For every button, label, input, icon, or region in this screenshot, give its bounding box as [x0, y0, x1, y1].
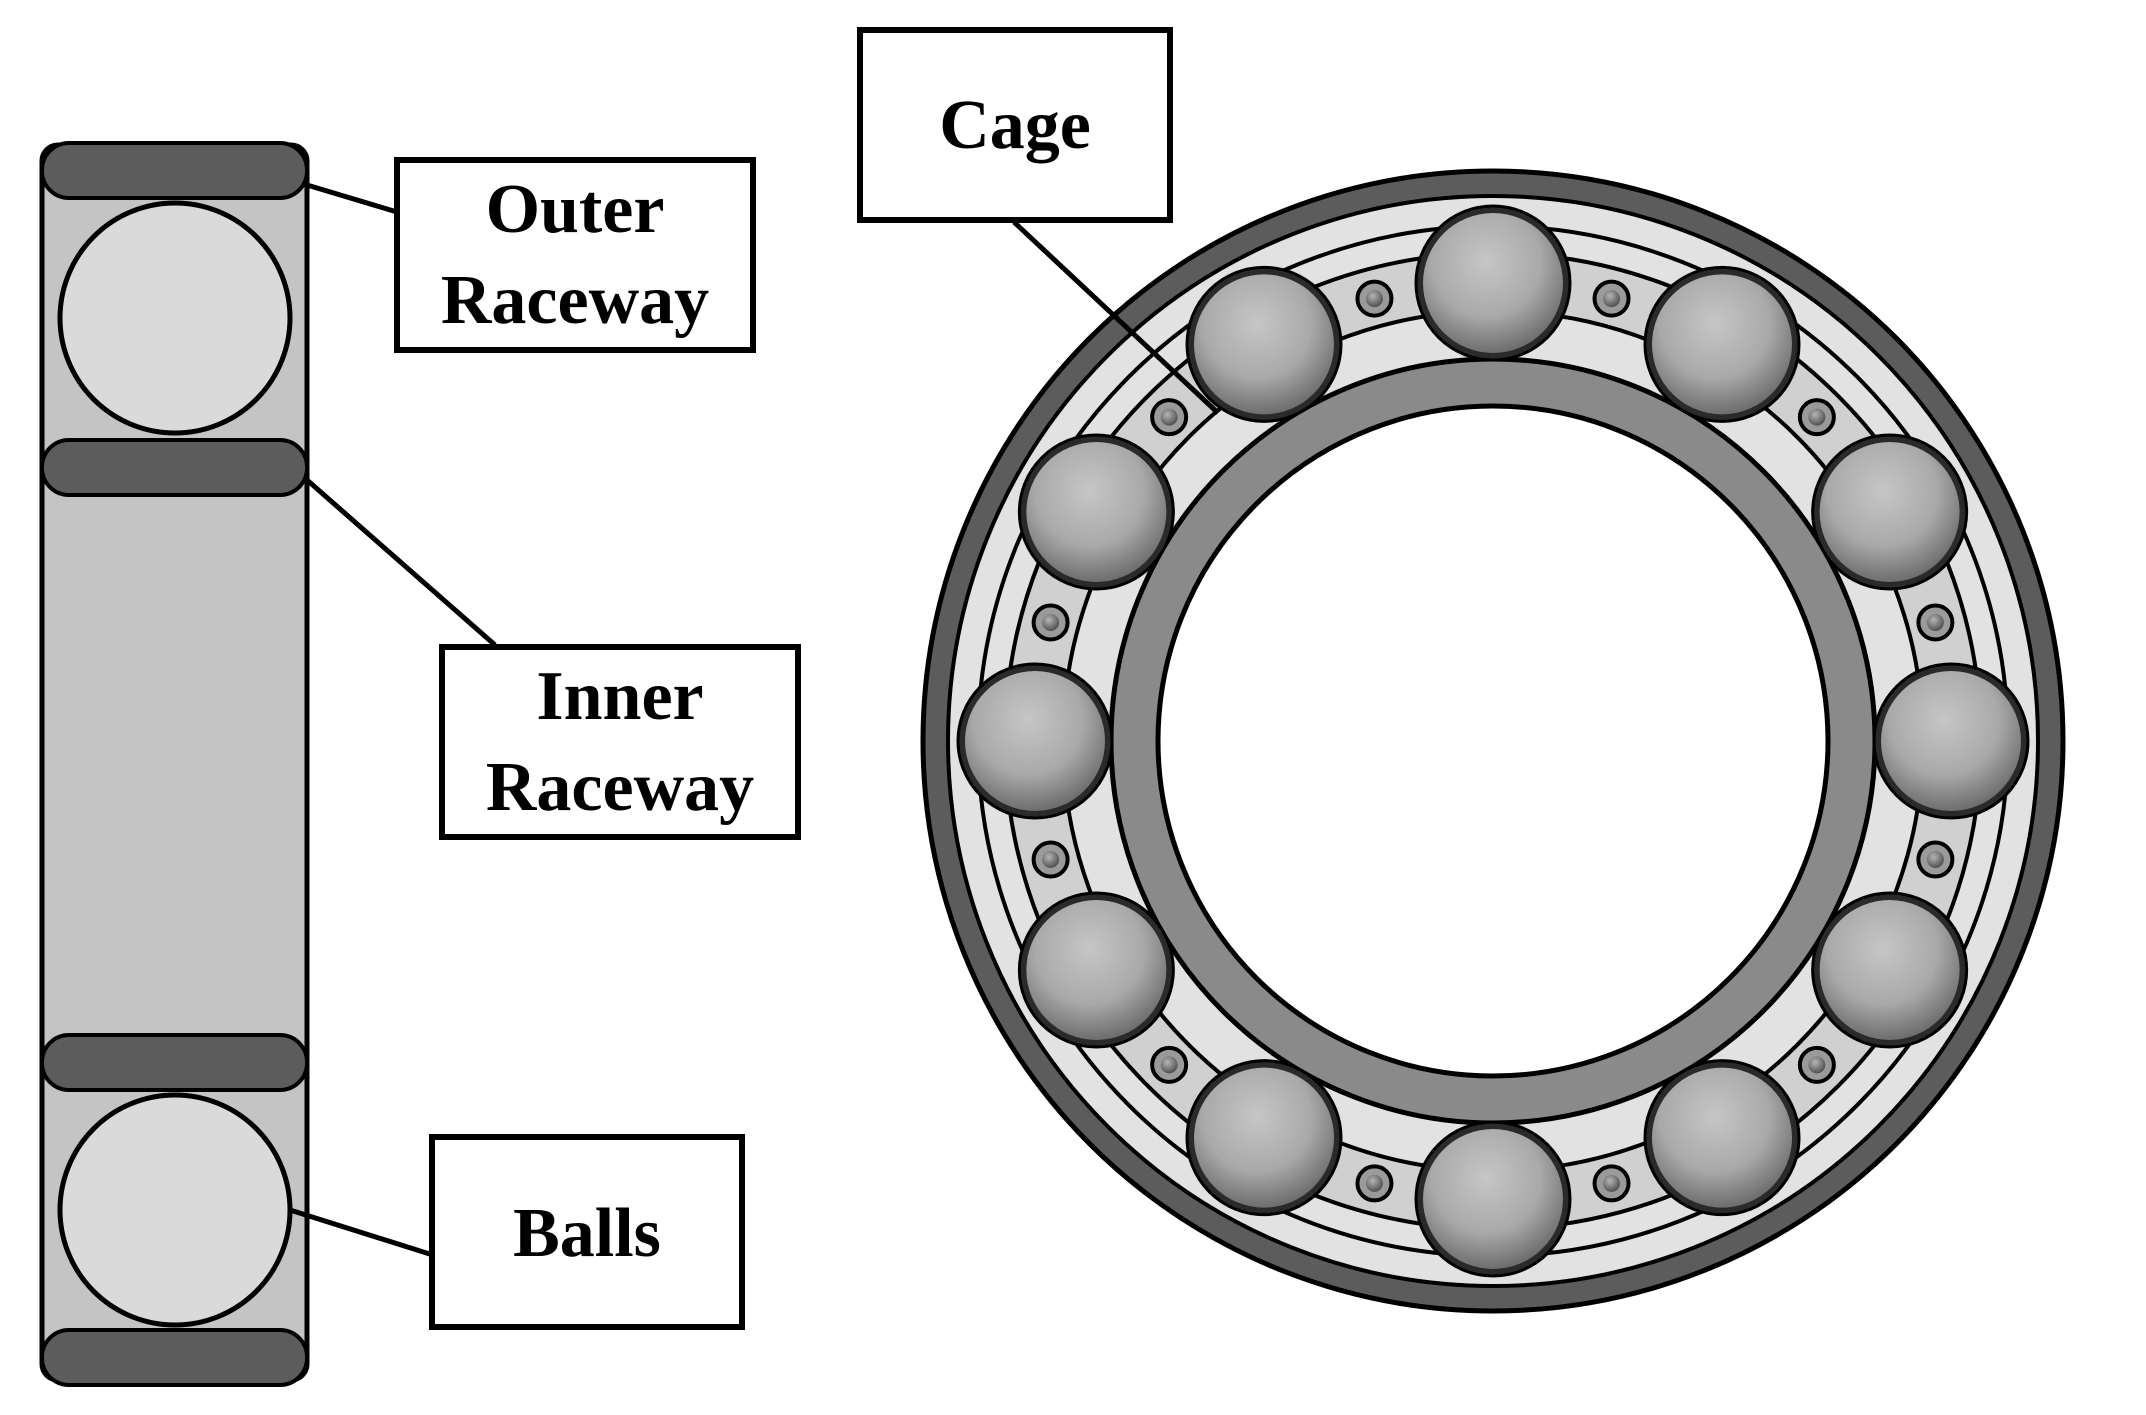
- cage-pin: [1031, 840, 1070, 879]
- ball-section-top: [57, 200, 293, 436]
- cage-pin-head: [1160, 1056, 1178, 1074]
- ball: [1811, 433, 1969, 591]
- cage-pin-head: [1603, 1174, 1621, 1192]
- cage-text: Cage: [939, 87, 1091, 164]
- cage-pin-head: [1042, 851, 1060, 869]
- ball: [1643, 1059, 1801, 1217]
- cage-label: Cage: [857, 27, 1173, 223]
- outer-raceway-box: [394, 157, 756, 353]
- cage-pin: [1355, 279, 1394, 318]
- outer-raceway-top: [40, 141, 309, 200]
- cage-pin-head: [1808, 408, 1826, 426]
- outer-raceway-bottom: [40, 1328, 309, 1387]
- side-view: [39, 141, 310, 1387]
- ball: [1414, 204, 1572, 362]
- ball: [1185, 1059, 1343, 1217]
- ball: [1414, 1120, 1572, 1278]
- ball-body: [1819, 900, 1960, 1040]
- outer-raceway-label: Outer Raceway: [394, 157, 756, 353]
- ball: [956, 662, 1114, 820]
- outer-raceway-leader: [306, 182, 398, 215]
- ball: [1872, 662, 2030, 820]
- cage-pin: [1916, 603, 1955, 642]
- cage-pin: [1592, 279, 1631, 318]
- cage-pins: [1031, 279, 1955, 1203]
- ball: [1185, 265, 1343, 423]
- ball-body: [1194, 274, 1334, 415]
- ball: [1017, 433, 1175, 591]
- outer-raceway-line1: Outer: [486, 171, 665, 248]
- ball-body: [1652, 1067, 1792, 1208]
- inner-raceway-leader: [305, 478, 497, 647]
- cage-pin: [1797, 398, 1836, 437]
- cage-pin-head: [1926, 613, 1944, 631]
- cage-pin: [1916, 840, 1955, 879]
- ball-body: [1423, 213, 1563, 353]
- cage-pin: [1592, 1164, 1631, 1203]
- balls-ring: [956, 204, 2030, 1278]
- cage-pin-head: [1926, 851, 1944, 869]
- cage-pin-head: [1042, 613, 1060, 631]
- cage-pin: [1150, 398, 1189, 437]
- inner-raceway-label: Inner Raceway: [439, 644, 801, 840]
- ball-body: [1194, 1067, 1334, 1208]
- balls-box: [429, 1134, 745, 1330]
- cage-pin-head: [1160, 408, 1178, 426]
- balls-leader: [289, 1207, 437, 1259]
- inner-raceway-line2: Raceway: [486, 749, 754, 826]
- cage-pin-head: [1808, 1056, 1826, 1074]
- cage-pin-head: [1365, 1174, 1383, 1192]
- cage-leader: [1012, 220, 1220, 415]
- bore: [1155, 403, 1831, 1079]
- ball-body: [1652, 274, 1792, 415]
- cage-pin: [1031, 603, 1070, 642]
- cage-pin: [1355, 1164, 1394, 1203]
- inner-raceway-line1: Inner: [536, 658, 703, 735]
- cage-pin: [1150, 1045, 1189, 1084]
- leader-lines: [289, 182, 1220, 1259]
- front-view: [920, 168, 2066, 1314]
- balls-label: Balls: [429, 1134, 745, 1330]
- cage-pin: [1797, 1045, 1836, 1084]
- ball-body: [1026, 442, 1167, 582]
- ball-body: [1026, 900, 1167, 1040]
- inner-raceway-box: [439, 644, 801, 840]
- ball: [1811, 891, 1969, 1049]
- cage-box: [857, 27, 1173, 223]
- outer-raceway-line2: Raceway: [441, 262, 709, 339]
- ball-body: [1819, 442, 1960, 582]
- cage-pin-head: [1603, 290, 1621, 308]
- inner-raceway-bottom: [40, 1033, 309, 1092]
- cage-pin-head: [1365, 290, 1383, 308]
- ball: [1017, 891, 1175, 1049]
- balls-text: Balls: [513, 1195, 661, 1272]
- ball-body: [965, 671, 1105, 811]
- ball-body: [1881, 671, 2021, 811]
- ball-section-bottom: [57, 1092, 293, 1328]
- ball: [1643, 265, 1801, 423]
- inner-raceway-top: [40, 438, 309, 497]
- ball-body: [1423, 1129, 1563, 1269]
